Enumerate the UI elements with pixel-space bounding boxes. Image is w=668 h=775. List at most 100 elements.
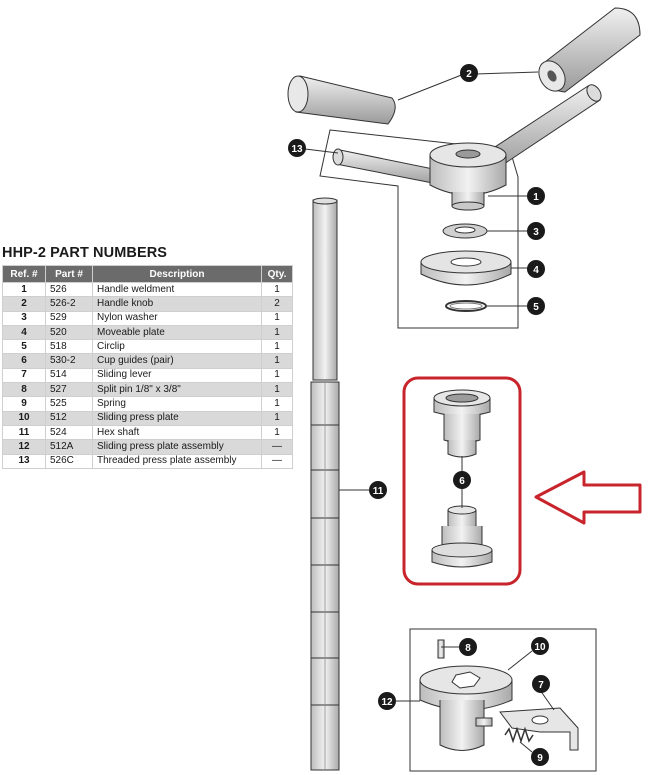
callout-13: 13 — [288, 139, 306, 157]
cell-qty: 1 — [261, 310, 293, 326]
handle-knob-left — [287, 75, 396, 125]
table-row: 3 529 Nylon washer 1 — [2, 310, 293, 326]
cell-ref: 12 — [2, 439, 46, 455]
cell-ref: 11 — [2, 424, 46, 441]
svg-text:11: 11 — [373, 486, 384, 497]
svg-text:2: 2 — [466, 69, 472, 80]
cell-ref: 6 — [2, 353, 46, 369]
cell-part: 527 — [45, 382, 93, 398]
cell-qty: 2 — [261, 296, 293, 312]
callout-1: 1 — [527, 187, 545, 205]
cell-description: Split pin 1/8" x 3/8" — [92, 382, 262, 398]
cell-ref: 7 — [2, 367, 46, 384]
callout-10: 10 — [531, 637, 549, 655]
hex-shaft — [310, 197, 340, 771]
header-part: Part # — [45, 265, 93, 283]
cell-description: Sliding lever — [92, 367, 262, 384]
cell-ref: 1 — [2, 281, 46, 298]
cell-part: 526C — [45, 453, 93, 469]
nylon-washer — [442, 223, 488, 239]
cell-description: Threaded press plate assembly — [92, 453, 262, 469]
cell-part: 514 — [45, 367, 93, 384]
cell-ref: 10 — [2, 410, 46, 426]
svg-text:4: 4 — [533, 265, 539, 276]
cell-part: 525 — [45, 396, 93, 412]
cell-description: Sliding press plate assembly — [92, 439, 262, 455]
svg-text:7: 7 — [538, 680, 544, 691]
cell-ref: 4 — [2, 324, 46, 341]
table-row: 10 512 Sliding press plate 1 — [2, 410, 293, 426]
table-row: 1 526 Handle weldment 1 — [2, 281, 293, 298]
cell-ref: 5 — [2, 339, 46, 355]
sliding-press-plate-assembly-frame — [409, 628, 597, 772]
handle-knob-right — [538, 7, 641, 93]
svg-text:5: 5 — [533, 302, 539, 313]
circlip — [445, 300, 487, 312]
cell-ref: 3 — [2, 310, 46, 326]
spring — [504, 726, 534, 744]
cup-guide-lower — [431, 505, 493, 568]
cell-part: 524 — [45, 424, 93, 441]
table-row: 5 518 Circlip 1 — [2, 339, 293, 355]
table-row: 11 524 Hex shaft 1 — [2, 424, 293, 441]
callout-5: 5 — [527, 297, 545, 315]
highlight-arrow-icon — [534, 470, 642, 525]
cup-guides-highlight-frame — [402, 376, 522, 586]
parts-table: Ref. # Part # Description Qty. 1 526 Han… — [2, 265, 293, 469]
cell-description: Sliding press plate — [92, 410, 262, 426]
cell-part: 529 — [45, 310, 93, 326]
cell-qty: 1 — [261, 367, 293, 384]
table-row: 4 520 Moveable plate 1 — [2, 324, 293, 341]
moveable-plate — [420, 250, 512, 286]
svg-text:10: 10 — [534, 642, 546, 653]
leader-lines — [304, 71, 555, 753]
cell-part: 526 — [45, 281, 93, 298]
parts-table-title: HHP-2 PART NUMBERS — [2, 245, 168, 261]
callout-2: 2 — [460, 64, 478, 82]
callout-4: 4 — [527, 260, 545, 278]
cell-description: Cup guides (pair) — [92, 353, 262, 369]
cell-description: Hex shaft — [92, 424, 262, 441]
cup-guide-upper — [433, 389, 491, 458]
table-row: 6 530-2 Cup guides (pair) 1 — [2, 353, 293, 369]
svg-text:9: 9 — [537, 753, 543, 764]
cell-qty: 1 — [261, 324, 293, 341]
cell-part: 526-2 — [45, 296, 93, 312]
cell-qty: — — [261, 453, 293, 469]
table-row: 9 525 Spring 1 — [2, 396, 293, 412]
cell-ref: 13 — [2, 453, 46, 469]
header-ref: Ref. # — [2, 265, 46, 283]
callout-7: 7 — [532, 675, 550, 693]
cell-qty: 1 — [261, 382, 293, 398]
cell-part: 512A — [45, 439, 93, 455]
svg-text:12: 12 — [381, 697, 393, 708]
cell-description: Spring — [92, 396, 262, 412]
svg-text:1: 1 — [533, 192, 539, 203]
table-header-row: Ref. # Part # Description Qty. — [2, 265, 293, 283]
cell-description: Nylon washer — [92, 310, 262, 326]
cell-ref: 8 — [2, 382, 46, 398]
cell-ref: 9 — [2, 396, 46, 412]
callout-12: 12 — [378, 692, 396, 710]
sliding-press-plate — [419, 665, 513, 751]
split-pin — [437, 639, 445, 659]
cell-description: Moveable plate — [92, 324, 262, 341]
sliding-lever — [499, 707, 579, 751]
handle-weldment — [332, 84, 602, 211]
table-row: 12 512A Sliding press plate assembly — — [2, 439, 293, 455]
cell-part: 518 — [45, 339, 93, 355]
cell-description: Handle weldment — [92, 281, 262, 298]
cell-qty: 1 — [261, 281, 293, 298]
cell-ref: 2 — [2, 296, 46, 312]
header-qty: Qty. — [261, 265, 293, 283]
svg-text:6: 6 — [459, 476, 465, 487]
header-description: Description — [92, 265, 262, 283]
callout-6: 6 — [453, 471, 471, 489]
cell-qty: 1 — [261, 424, 293, 441]
cell-qty: 1 — [261, 353, 293, 369]
cell-description: Handle knob — [92, 296, 262, 312]
svg-text:3: 3 — [533, 227, 539, 238]
cell-part: 512 — [45, 410, 93, 426]
callout-9: 9 — [531, 748, 549, 766]
